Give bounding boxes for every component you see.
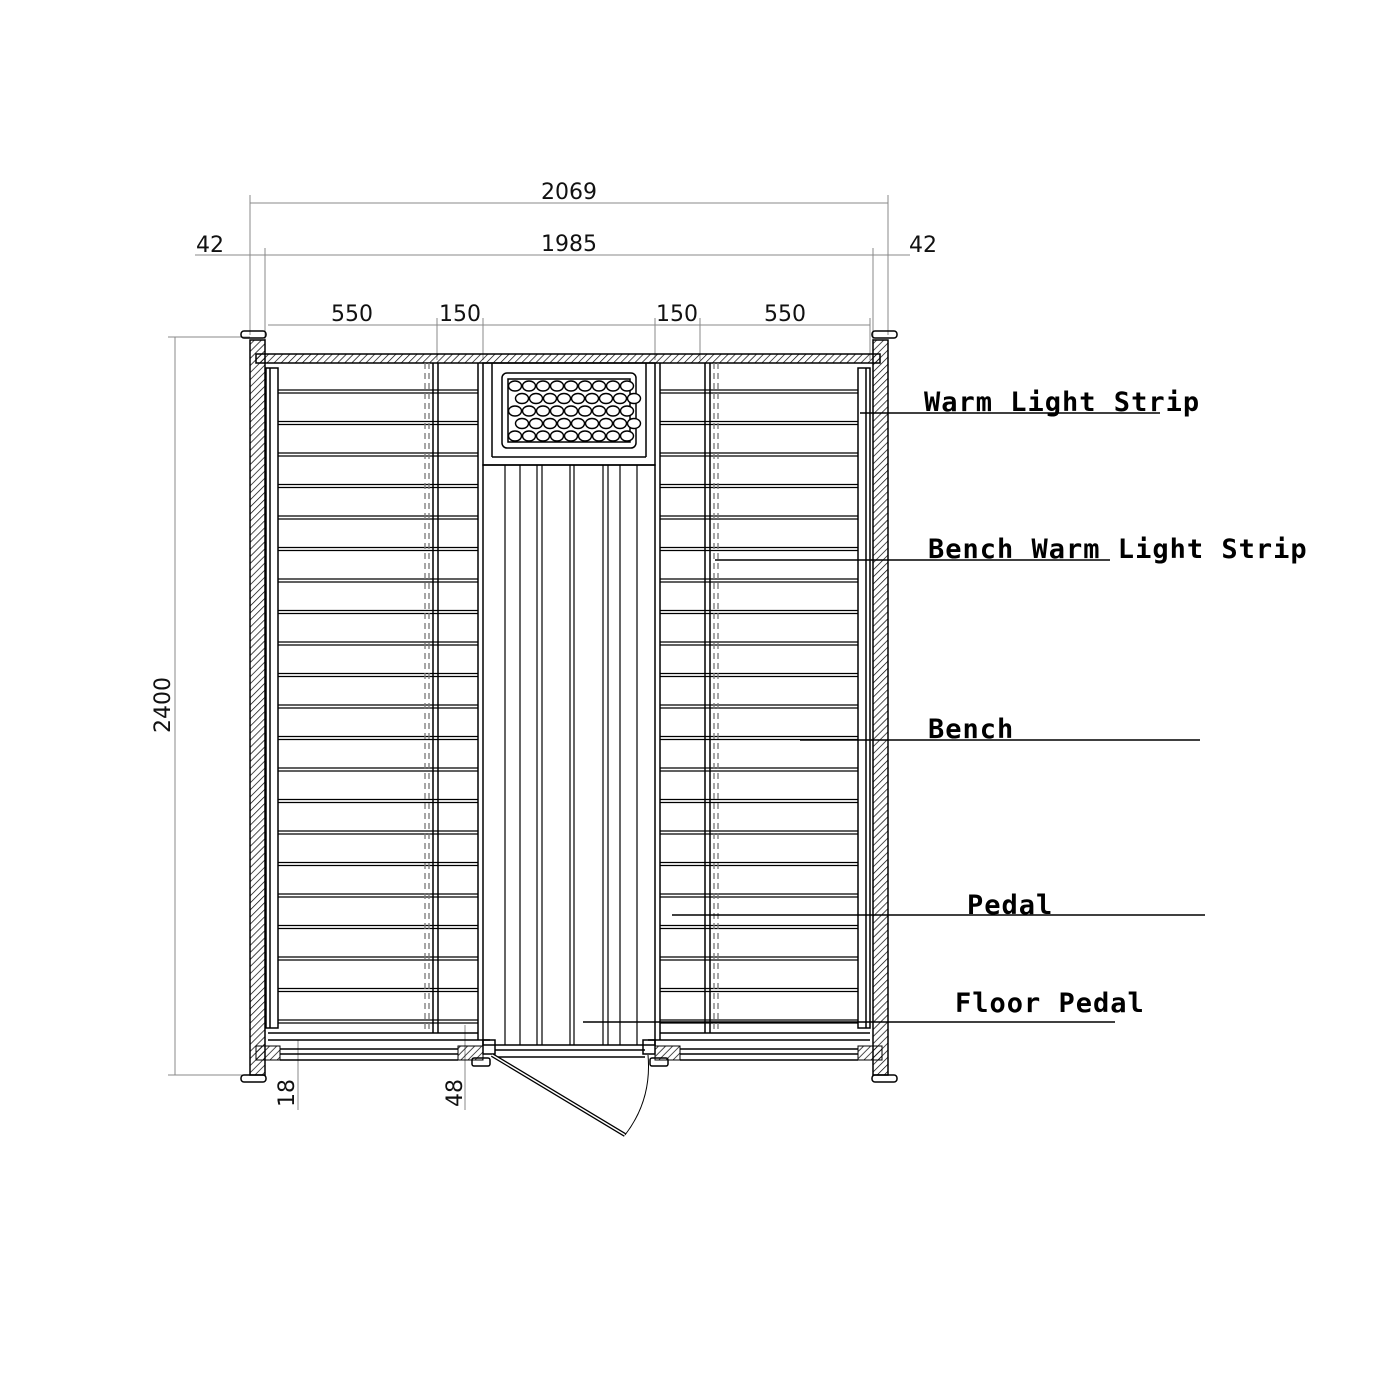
- stone: [549, 430, 565, 442]
- dim-left-gap: 150: [439, 302, 481, 327]
- stone: [507, 380, 523, 392]
- stone: [542, 392, 558, 405]
- stone: [598, 417, 614, 430]
- floor-pedal: [482, 464, 656, 1046]
- dim-door-frame: 48: [443, 1079, 468, 1107]
- stone: [535, 405, 551, 417]
- bench-slats: [278, 389, 858, 1024]
- dim-right-bench: 550: [764, 302, 806, 327]
- dim-right-wall: 42: [909, 233, 937, 258]
- stone: [619, 430, 635, 442]
- stone: [549, 380, 565, 392]
- dim-depth: 2400: [151, 677, 176, 733]
- stone: [626, 417, 642, 430]
- stone: [570, 392, 586, 405]
- stone: [514, 392, 530, 405]
- label-bench-warm-light-strip: Bench Warm Light Strip: [928, 534, 1308, 565]
- stone: [563, 380, 579, 392]
- stone: [605, 380, 621, 392]
- dim-right-gap: 150: [656, 302, 698, 327]
- walls: [240, 330, 898, 1083]
- stone: [570, 417, 586, 430]
- stone: [619, 405, 635, 417]
- stone: [528, 392, 544, 405]
- stone: [542, 417, 558, 430]
- stone: [556, 392, 572, 405]
- stone: [626, 392, 642, 405]
- stone: [577, 430, 593, 442]
- label-warm-light-strip: Warm Light Strip: [924, 387, 1200, 418]
- stone: [514, 417, 530, 430]
- stone: [584, 392, 600, 405]
- stone: [591, 430, 607, 442]
- heater-stones: [507, 380, 642, 442]
- stone: [535, 380, 551, 392]
- warm-light-strips: [265, 367, 871, 1029]
- front-frame: [255, 1032, 883, 1067]
- dim-front-frame: 18: [275, 1079, 300, 1107]
- stone: [612, 392, 628, 405]
- stone: [591, 405, 607, 417]
- stone: [605, 405, 621, 417]
- stone: [521, 430, 537, 442]
- stone: [507, 430, 523, 442]
- stone: [563, 405, 579, 417]
- door[interactable]: [490, 1053, 649, 1137]
- stone: [612, 417, 628, 430]
- dim-left-bench: 550: [331, 302, 373, 327]
- stone: [563, 430, 579, 442]
- door-swing-arc: [624, 1054, 649, 1136]
- stone: [521, 380, 537, 392]
- heater: [482, 362, 656, 466]
- callout-lines: [583, 412, 1205, 1023]
- stone: [521, 405, 537, 417]
- stone: [591, 380, 607, 392]
- label-pedal: Pedal: [967, 890, 1053, 921]
- dimension-lines: [168, 195, 910, 1110]
- label-bench: Bench: [928, 714, 1014, 745]
- stone: [507, 405, 523, 417]
- stone: [556, 417, 572, 430]
- label-floor-pedal: Floor Pedal: [955, 988, 1145, 1019]
- dim-overall-width: 2069: [541, 180, 597, 205]
- stone: [584, 417, 600, 430]
- stone: [577, 380, 593, 392]
- stone: [549, 405, 565, 417]
- dim-left-wall: 42: [196, 233, 224, 258]
- stone: [605, 430, 621, 442]
- stone: [528, 417, 544, 430]
- stone: [535, 430, 551, 442]
- bench-supports: [424, 363, 719, 1040]
- stone: [577, 405, 593, 417]
- stone: [619, 380, 635, 392]
- dim-inner-width: 1985: [541, 232, 597, 257]
- stone: [598, 392, 614, 405]
